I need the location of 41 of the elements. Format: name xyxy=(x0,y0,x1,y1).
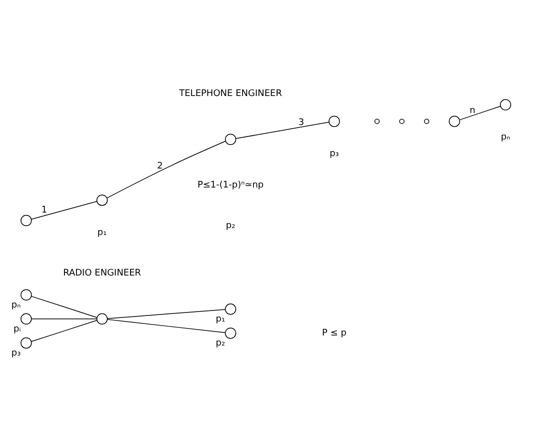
node-circle xyxy=(328,115,340,126)
node-label: pₙ xyxy=(11,300,21,310)
node-circle xyxy=(96,312,108,324)
node-label: pᵢ xyxy=(14,324,21,334)
edge-label: 1 xyxy=(41,205,48,216)
connector xyxy=(106,318,226,333)
connector xyxy=(106,140,226,198)
node-circle xyxy=(448,115,460,126)
label: p₂ xyxy=(226,220,236,231)
edge-label: n xyxy=(470,105,476,116)
node-circle xyxy=(96,194,108,206)
edge-label: 2 xyxy=(157,160,163,171)
label: RADIO ENGINEER xyxy=(63,268,142,278)
connector xyxy=(459,105,501,120)
label: p₁ xyxy=(97,227,107,238)
node-circle xyxy=(374,118,380,124)
label: p₃ xyxy=(330,148,339,158)
node-label: p₃ xyxy=(11,348,21,358)
node-circle xyxy=(224,327,236,338)
connector xyxy=(31,320,98,342)
node-circle xyxy=(20,312,32,324)
node-circle xyxy=(20,336,32,348)
label: TELEPHONE ENGINEER xyxy=(179,88,282,98)
connector xyxy=(236,121,330,138)
node-circle xyxy=(500,98,512,110)
node-circle xyxy=(20,214,32,226)
node-circle xyxy=(224,133,236,144)
node-label: p₂ xyxy=(216,338,226,348)
label: P ≤ p xyxy=(322,328,346,338)
label: pₙ xyxy=(500,132,510,142)
edge-label: 3 xyxy=(298,117,304,128)
label: P≤1-(1-p)ⁿ≃np xyxy=(197,180,264,190)
connector xyxy=(31,318,98,319)
node-label: p₁ xyxy=(216,314,226,324)
connector xyxy=(31,295,98,318)
connector xyxy=(31,200,98,220)
node-circle xyxy=(20,288,32,300)
node-circle xyxy=(224,303,236,314)
connector xyxy=(106,308,226,318)
node-circle xyxy=(424,118,430,124)
node-circle xyxy=(399,118,404,124)
